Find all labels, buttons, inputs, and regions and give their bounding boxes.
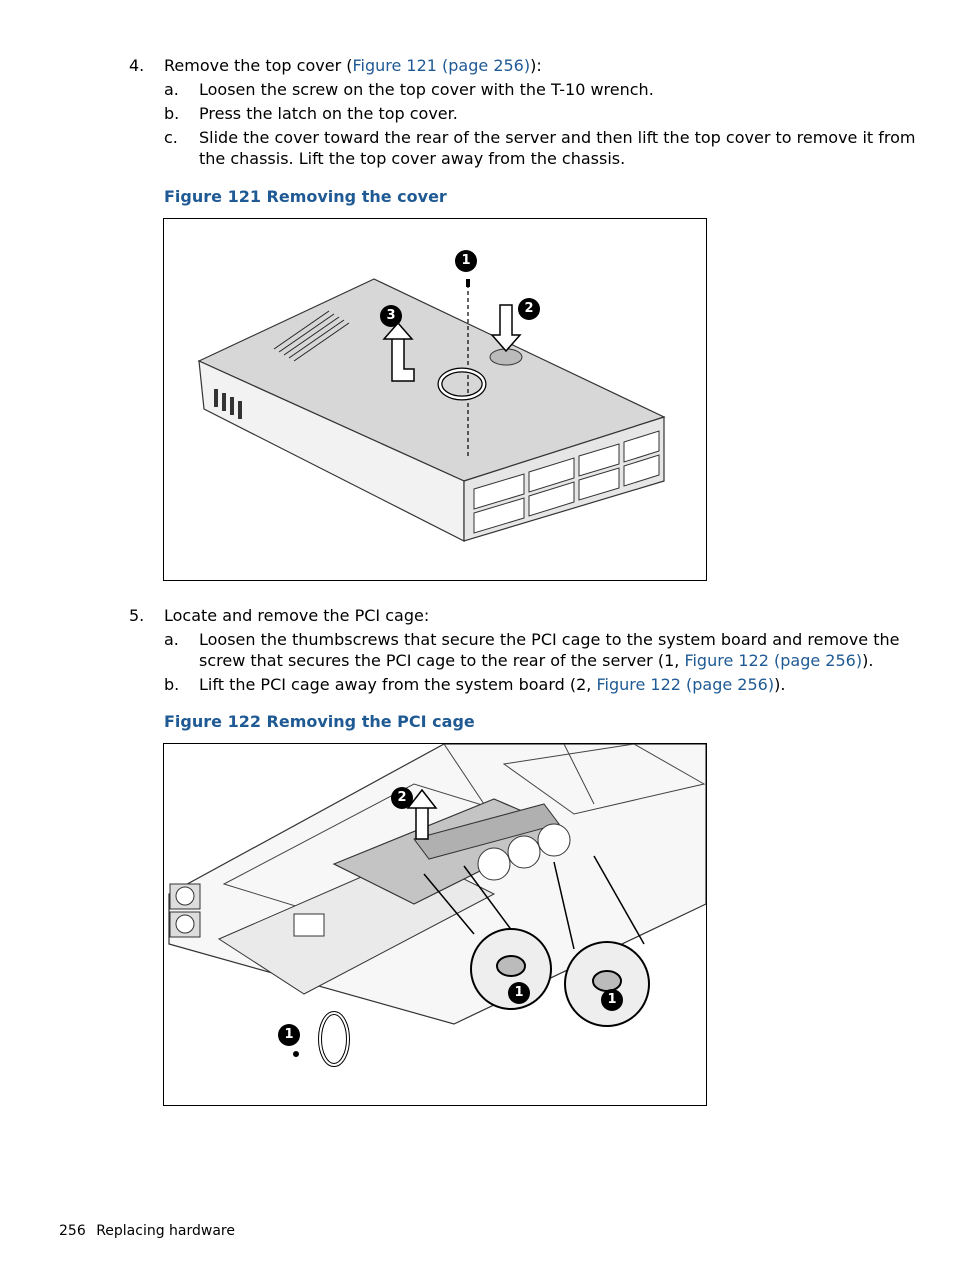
figure122-callout-2: 2 [391,787,413,809]
server-cover-illustration [197,278,666,542]
step5-text: Locate and remove the PCI cage: [164,606,430,625]
step4a-text: Loosen the screw on the top cover with t… [199,80,654,99]
step5b-after: ). [774,675,786,694]
page-number: 256 [59,1223,86,1239]
figure121-title: Figure 121 Removing the cover [164,187,447,206]
step5-number: 5. [129,606,145,625]
footer-section: Replacing hardware [96,1223,235,1239]
step5b-text: Lift the PCI cage away from the system b… [199,675,785,695]
figure121-image: 1 2 3 [163,218,707,581]
figure121-callout-3: 3 [380,305,402,327]
step4b-text: Press the latch on the top cover. [199,104,458,123]
figure122-callout-1-inset-right: 1 [601,989,623,1011]
step4c-label: c. [164,128,178,147]
step5b-label: b. [164,675,180,694]
step5a-line2-after: ). [862,651,874,670]
figure122-link-b[interactable]: Figure 122 (page 256) [596,675,775,694]
page-footer: 256 Replacing hardware [59,1223,235,1239]
step4-number: 4. [129,56,145,75]
step5a-text-line2: screw that secures the PCI cage to the r… [199,651,873,671]
step4-text-after: ): [530,56,542,75]
step4-text-before: Remove the top cover ( [164,56,353,75]
step4b-label: b. [164,104,180,123]
figure122-title: Figure 122 Removing the PCI cage [164,712,475,731]
step5a-text-line1: Loosen the thumbscrews that secure the P… [199,630,900,649]
step5a-label: a. [164,630,179,649]
figure121-link[interactable]: Figure 121 (page 256) [352,56,531,75]
figure122-callout-1-inset-left: 1 [508,982,530,1004]
step4c-text-line1: Slide the cover toward the rear of the s… [199,128,916,147]
step5b-before: Lift the PCI cage away from the system b… [199,675,597,694]
step5a-line2-before: screw that secures the PCI cage to the r… [199,651,685,670]
figure121-callout-2: 2 [518,298,540,320]
step4c-text-line2: the chassis. Lift the top cover away fro… [199,149,626,168]
figure122-link-a[interactable]: Figure 122 (page 256) [684,651,863,670]
step4-text: Remove the top cover (Figure 121 (page 2… [164,56,542,76]
figure122-callout-1-rear: 1 [278,1024,300,1046]
pci-cage-illustration [168,743,707,1067]
figure122-image: 2 1 1 1 [163,743,707,1106]
step4a-label: a. [164,80,179,99]
figure121-callout-1: 1 [455,250,477,272]
